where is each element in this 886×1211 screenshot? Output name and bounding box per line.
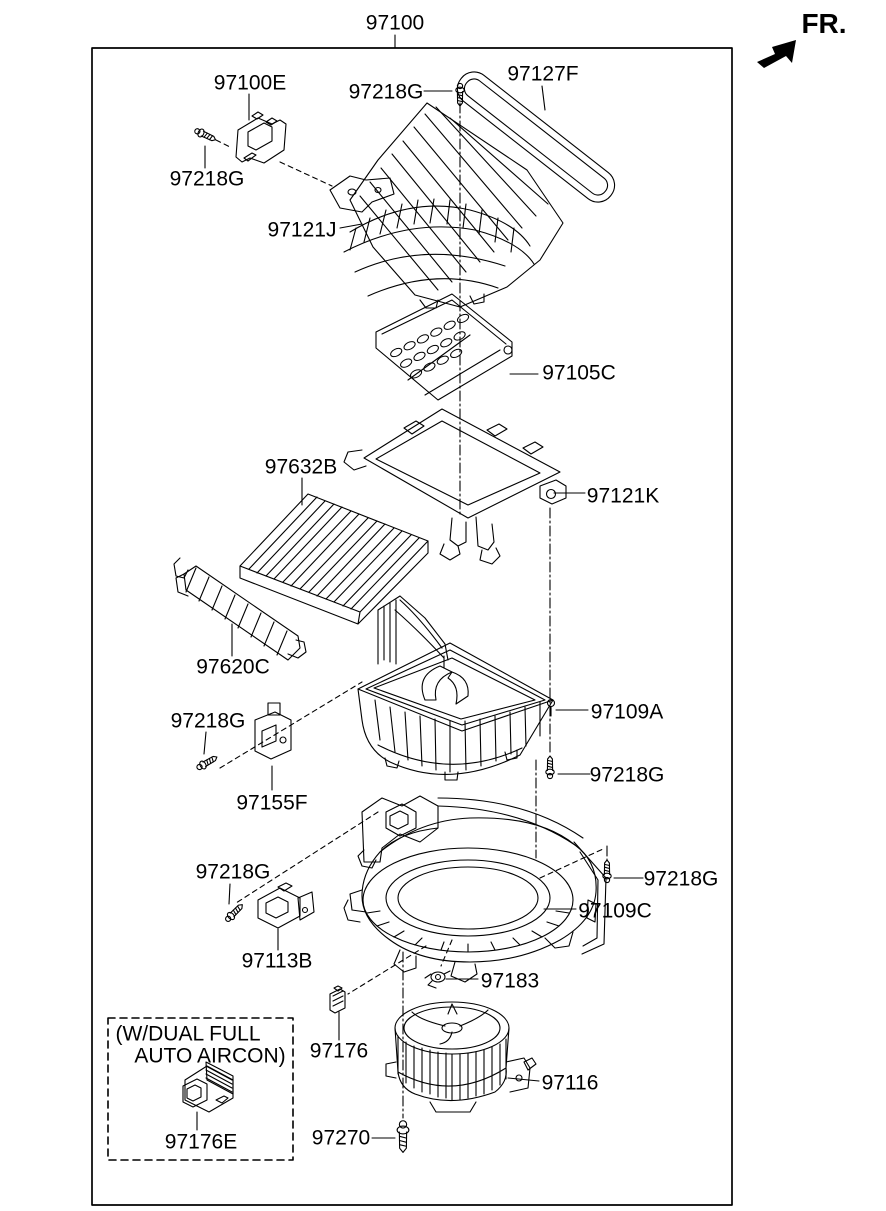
part-label-97632b: 97632B	[264, 455, 338, 479]
screw-97218g-lower-left	[222, 901, 246, 925]
part-label-97218g-mid-right: 97218G	[589, 763, 665, 787]
fr-direction-label: FR.	[801, 8, 847, 39]
part-label-97218g-mid-left: 97218G	[170, 709, 246, 733]
part-97109a-upper-case-drawing	[358, 596, 555, 780]
part-label-97109c: 97109C	[578, 899, 652, 923]
part-97176e-resistor-drawing	[183, 1062, 233, 1112]
part-97127f-seal-drawing	[451, 66, 621, 209]
part-97105c-plate-drawing	[376, 294, 512, 400]
part-label-97218g-lower-left: 97218G	[195, 860, 271, 884]
part-label-97176e: 97176E	[164, 1130, 238, 1154]
screw-97218g-upper-left	[192, 125, 218, 145]
part-97632b-filter-drawing	[240, 494, 428, 624]
part-label-97116: 97116	[541, 1071, 599, 1095]
part-label-97113b: 97113B	[241, 949, 313, 973]
screw-97270	[396, 1119, 410, 1154]
part-label-97127f: 97127F	[507, 62, 579, 86]
label-leader-lines	[197, 86, 643, 1138]
inset-note-line2: AUTO AIRCON)	[134, 1044, 286, 1068]
inset-note-line1: (W/DUAL FULL	[115, 1022, 261, 1046]
part-label-97121k: 97121K	[586, 484, 660, 508]
part-label-97183: 97183	[480, 969, 540, 993]
assembly-number-label: 97100	[365, 11, 425, 35]
part-label-97218g-top: 97218G	[348, 80, 424, 104]
fr-direction-arrow-icon	[757, 40, 796, 68]
part-97121k-frame-drawing	[344, 409, 566, 564]
part-97113b-resistor-drawing	[258, 883, 314, 928]
part-97155f-actuator-drawing	[255, 703, 291, 759]
part-label-97270: 97270	[311, 1126, 371, 1150]
diagram-border	[92, 48, 732, 1205]
screw-97218g-mid-left	[194, 752, 220, 773]
screw-97218g-lower-right	[602, 859, 612, 884]
part-97109c-lower-case-drawing	[344, 796, 606, 982]
part-97121j-upper-case-drawing	[330, 103, 563, 308]
part-label-97109a: 97109A	[590, 700, 664, 724]
assembly-dashed-lines	[216, 140, 603, 994]
part-label-97218g-lower-right: 97218G	[643, 867, 719, 891]
part-label-97121j: 97121J	[267, 218, 337, 242]
part-97100e-module-drawing	[236, 112, 286, 163]
screw-97218g-mid-right	[545, 755, 555, 780]
part-97620c-cover-drawing	[174, 558, 306, 660]
part-97183-clip-drawing	[425, 971, 450, 988]
part-label-97100e: 97100E	[213, 71, 287, 95]
assembly-center-lines	[403, 103, 607, 1118]
part-label-97218g-upper-left: 97218G	[169, 167, 245, 191]
part-label-97105c: 97105C	[542, 361, 616, 385]
part-label-97176: 97176	[309, 1039, 369, 1063]
inset-dashed-box	[108, 1018, 293, 1160]
part-97116-blower-motor-drawing	[386, 1002, 536, 1112]
part-label-97620c: 97620C	[196, 655, 270, 679]
part-label-97155f: 97155F	[236, 791, 308, 815]
part-97176-clip-drawing	[330, 986, 345, 1013]
